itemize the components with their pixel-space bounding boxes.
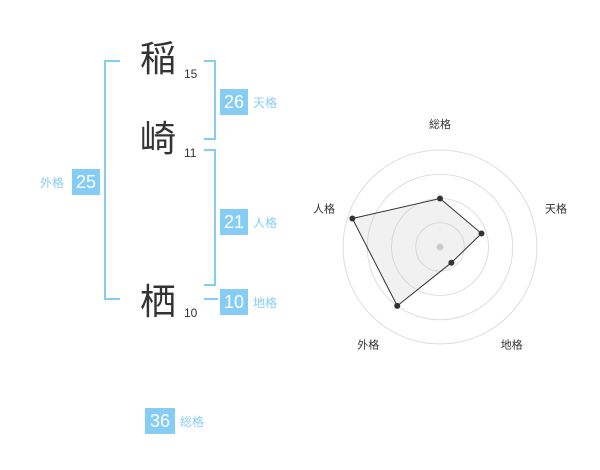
gaikaku-label: 外格 bbox=[40, 176, 65, 190]
radar-ring-4 bbox=[342, 149, 538, 345]
radar-center bbox=[436, 243, 444, 251]
radar-axis-label-4: 人格 bbox=[313, 201, 335, 215]
radar-axis-label-1: 天格 bbox=[545, 201, 567, 215]
radar-point-4 bbox=[349, 215, 356, 222]
name-char-3: 栖 bbox=[140, 282, 177, 323]
radar-axis-label-0: 総格 bbox=[429, 117, 451, 131]
jinkaku-bracket bbox=[204, 149, 216, 286]
stroke-count-1: 15 bbox=[184, 67, 198, 81]
chikaku-bracket-line bbox=[204, 298, 218, 300]
tenkaku-value: 26 bbox=[220, 89, 248, 115]
chikaku-value: 10 bbox=[220, 289, 248, 315]
jinkaku-value: 21 bbox=[220, 209, 248, 235]
chikaku-label: 地格 bbox=[253, 296, 278, 310]
radar-point-2 bbox=[448, 259, 455, 266]
gaikaku-bracket bbox=[104, 60, 120, 300]
radar-axis-label-3: 外格 bbox=[357, 338, 379, 352]
radar-point-0 bbox=[437, 195, 443, 202]
gaikaku-value: 25 bbox=[72, 169, 100, 195]
name-char-1: 稲 bbox=[140, 39, 177, 80]
radar-axis-label-2: 地格 bbox=[501, 338, 523, 352]
soukaku-value: 36 bbox=[145, 408, 175, 434]
name-char-2: 崎 bbox=[140, 119, 177, 160]
tenkaku-bracket bbox=[204, 60, 216, 140]
jinkaku-label: 人格 bbox=[253, 216, 278, 230]
stroke-count-2: 11 bbox=[184, 146, 197, 160]
radar-point-1 bbox=[478, 230, 485, 237]
soukaku-label: 総格 bbox=[180, 415, 205, 429]
radar-area bbox=[351, 197, 483, 307]
radar-point-3 bbox=[394, 302, 401, 309]
tenkaku-label: 天格 bbox=[253, 96, 278, 110]
stroke-count-3: 10 bbox=[184, 306, 198, 320]
